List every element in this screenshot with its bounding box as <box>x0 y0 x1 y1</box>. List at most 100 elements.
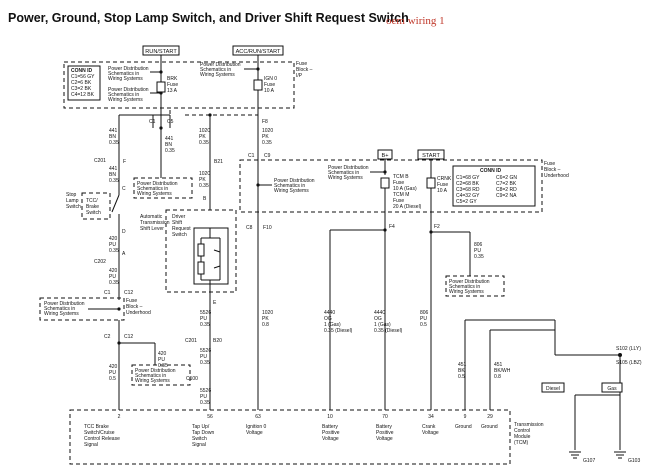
stop-lamp-switch-label: Stop Lamp Switch <box>66 192 81 210</box>
wire-4440-a-label: 4440 OG 1 (Gas) 0.35 (Diesel) <box>324 310 353 334</box>
svg-text:1 (Gas): 1 (Gas) <box>374 322 391 328</box>
wire-806-b-label: 806 PU 0.35 <box>474 242 484 260</box>
svg-text:Schematics in: Schematics in <box>108 71 139 77</box>
svg-text:0.35: 0.35 <box>262 140 272 146</box>
wire-1020-c-label: 1020 PK 0.35 <box>262 128 273 146</box>
svg-text:Stop: Stop <box>66 192 77 198</box>
svg-text:0.35: 0.35 <box>199 140 209 146</box>
conn-c100: C100 <box>186 376 198 382</box>
svg-text:Switch: Switch <box>192 436 207 442</box>
pds-ref-center: Power Distribution Schematics in Wiring … <box>137 181 178 197</box>
wire-420-c-label: 420 PU 0.5 <box>109 364 118 382</box>
svg-text:0.35 (Diesel): 0.35 (Diesel) <box>374 328 403 334</box>
fuse-block-ip-label: Fuse Block – I/P <box>296 61 313 79</box>
conn-c: C <box>122 186 126 192</box>
svg-text:5526: 5526 <box>200 348 211 354</box>
diesel-box <box>541 382 565 393</box>
conn-f2: F2 <box>434 224 440 230</box>
svg-text:9: 9 <box>464 414 467 420</box>
svg-text:Power Distribution: Power Distribution <box>449 279 490 285</box>
svg-text:Switch/Cruise: Switch/Cruise <box>84 430 115 436</box>
svg-text:Positive: Positive <box>376 430 394 436</box>
svg-text:Fuse: Fuse <box>296 61 307 67</box>
pds-ref-ip-3: Power Distribution Schematics in Wiring … <box>200 62 241 78</box>
conn-b21: B21 <box>214 159 223 165</box>
svg-text:C5=2 GY: C5=2 GY <box>456 199 477 205</box>
tcm-pin-70: 70 Battery Positive Voltage <box>376 414 394 442</box>
svg-text:5526: 5526 <box>200 388 211 394</box>
wire-451-b-label: 451 BK/WH 0.8 <box>494 362 511 380</box>
svg-text:420: 420 <box>109 268 118 274</box>
svg-text:Tap Down: Tap Down <box>192 430 214 436</box>
shift-lever-label: Automatic Transmission Shift Lever <box>140 214 170 232</box>
svg-text:C2=6 BK: C2=6 BK <box>71 80 92 86</box>
svg-text:TCC Brake: TCC Brake <box>84 424 109 430</box>
tcc-brake-switch-box <box>81 192 111 220</box>
wire-451-a-label: 451 BK 0.5 <box>458 362 467 380</box>
svg-text:Fuse: Fuse <box>437 182 448 188</box>
tcc-brake-switch-label: TCC/ Brake Switch <box>86 198 101 216</box>
svg-text:PU: PU <box>420 316 427 322</box>
svg-text:IGN 0: IGN 0 <box>264 76 277 82</box>
svg-text:Wiring Systems: Wiring Systems <box>108 76 143 82</box>
pds-ref-ip-2: Power Distribution Schematics in Wiring … <box>108 87 149 103</box>
svg-text:Power Distribution: Power Distribution <box>108 66 149 72</box>
b-plus-label: B+ <box>382 153 389 159</box>
svg-text:Power Distribution: Power Distribution <box>274 178 315 184</box>
gas-label: Gas <box>607 386 617 392</box>
svg-text:Wiring Systems: Wiring Systems <box>449 289 484 295</box>
svg-text:10 A: 10 A <box>264 88 275 94</box>
svg-text:0.35: 0.35 <box>199 183 209 189</box>
wire-806-a-label: 806 PU 0.5 <box>420 310 429 328</box>
conn-c1-b: C1 <box>248 153 255 159</box>
svg-text:PK: PK <box>199 177 206 183</box>
brk-fuse <box>156 81 166 93</box>
svg-text:Wiring Systems: Wiring Systems <box>44 311 79 317</box>
conn-id-left-box <box>67 65 101 101</box>
svg-text:420: 420 <box>158 351 167 357</box>
svg-text:PU: PU <box>109 242 116 248</box>
fuse-block-ip-box <box>63 61 295 109</box>
svg-text:10 A (Gas): 10 A (Gas) <box>393 186 417 192</box>
tcm-module-label: Transmission Control Module (TCM) <box>514 422 544 446</box>
conn-f8: F8 <box>262 119 268 125</box>
svg-text:PK: PK <box>262 316 269 322</box>
svg-text:OG: OG <box>374 316 382 322</box>
svg-text:0.35: 0.35 <box>109 140 119 146</box>
svg-text:Driver: Driver <box>172 214 186 220</box>
svg-text:Request: Request <box>172 226 191 232</box>
svg-text:0.35: 0.35 <box>200 322 210 328</box>
wire-420-b-label: 420 PU 0.35 <box>109 268 119 286</box>
pds-ref-ip-1: Power Distribution Schematics in Wiring … <box>108 66 149 82</box>
fuse-block-underhood-label: Fuse Block – Underhood <box>544 161 569 179</box>
svg-text:441: 441 <box>165 136 174 142</box>
svg-text:Power Distribution: Power Distribution <box>137 181 178 187</box>
svg-text:PU: PU <box>474 248 481 254</box>
svg-text:451: 451 <box>494 362 503 368</box>
conn-s105: S105 (LBZ) <box>616 360 642 366</box>
svg-text:13 A: 13 A <box>167 88 178 94</box>
pds-ref-crank: Power Distribution Schematics in Wiring … <box>449 279 490 295</box>
wire-420-a-label: 420 PU 0.35 <box>109 236 119 254</box>
svg-text:0.5: 0.5 <box>109 376 116 382</box>
wire-1020-b-label: 1020 PK 0.35 <box>199 171 210 189</box>
conn-e: E <box>213 300 217 306</box>
conn-id-right-text: CONN ID C1=68 GY C2=68 BK C3=68 RD C4=32… <box>456 168 517 205</box>
svg-text:20 A (Diesel): 20 A (Diesel) <box>393 204 422 210</box>
svg-text:Transmission: Transmission <box>514 422 544 428</box>
svg-text:1020: 1020 <box>199 128 210 134</box>
svg-text:C6=2 GN: C6=2 GN <box>496 175 517 181</box>
svg-text:Switch: Switch <box>86 210 101 216</box>
shift-resistor-1 <box>197 243 205 257</box>
svg-text:Voltage: Voltage <box>322 436 339 442</box>
svg-text:Underhood: Underhood <box>126 310 151 316</box>
svg-text:Ground: Ground <box>455 424 472 430</box>
svg-text:Power Distribution: Power Distribution <box>135 368 176 374</box>
svg-text:BK/WH: BK/WH <box>494 368 511 374</box>
ground-g103: G103 <box>628 458 640 464</box>
ground-symbol-g107 <box>569 451 581 459</box>
svg-text:Schematics in: Schematics in <box>274 183 305 189</box>
svg-text:806: 806 <box>420 310 429 316</box>
tcm-fuse-label: TCM B Fuse 10 A (Gas) TCM M Fuse 20 A (D… <box>393 174 422 210</box>
svg-text:4440: 4440 <box>324 310 335 316</box>
